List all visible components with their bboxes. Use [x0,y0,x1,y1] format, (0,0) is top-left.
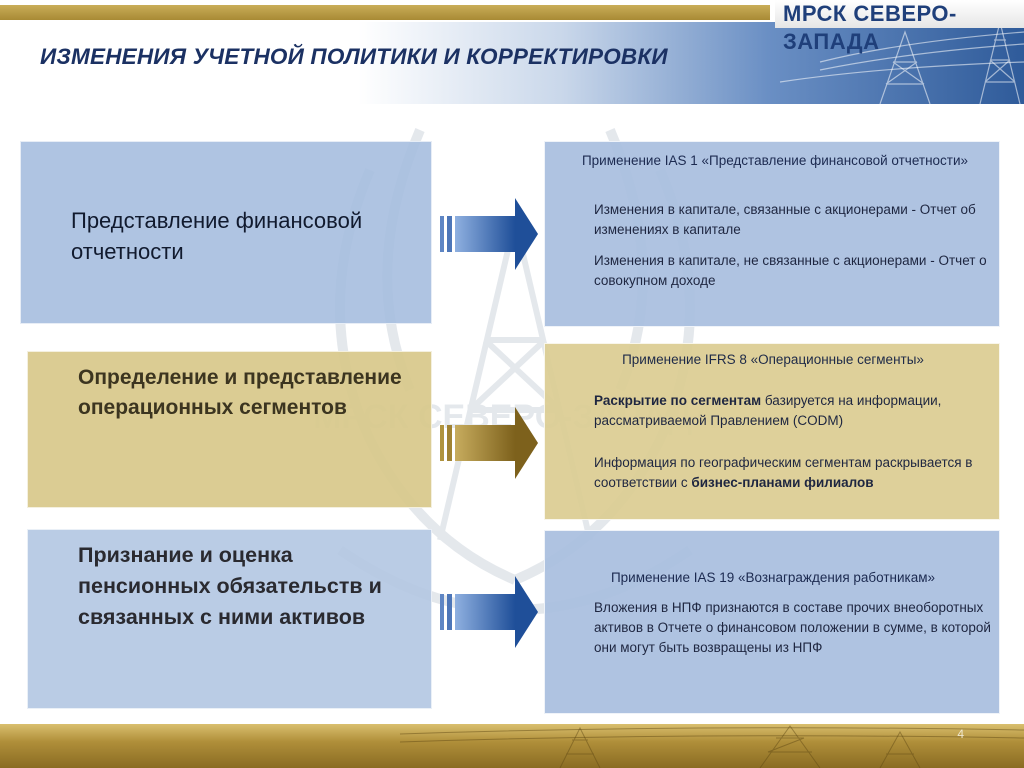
left-box-label: Представление финансовой отчетности [71,208,363,264]
ifrs8-paragraph-1: Раскрытие по сегментам базируется на инф… [594,393,942,428]
arrow-right-icon [440,407,538,479]
ias19-paragraph-1: Вложения в НПФ признаются в составе проч… [594,600,991,655]
ias1-paragraph-1: Изменения в капитале, связанные с акцион… [594,202,976,237]
ifrs8-paragraph-2: Информация по географическим сегментам р… [594,455,973,490]
arrow-right-icon [440,198,538,270]
ias1-heading: Применение IAS 1 «Представление финансов… [581,153,969,168]
header-band [0,22,1024,104]
page-number: 4 [957,727,964,741]
left-box-financial-statements: Представление финансовой отчетности [20,141,432,324]
right-box-ias19: Применение IAS 19 «Вознаграждения работн… [544,530,1000,714]
ias19-heading: Применение IAS 19 «Вознаграждения работн… [610,570,936,585]
left-box-label: Определение и представление операционных… [78,366,402,419]
ias1-paragraph-2: Изменения в капитале, не связанные с акц… [594,253,987,288]
arrow-right-icon [440,576,538,648]
company-brand: МРСК СЕВЕРО-ЗАПАДА [775,0,1024,54]
right-box-ifrs8: Применение IFRS 8 «Операционные сегменты… [544,343,1000,520]
header-gold-stripe [0,5,770,20]
footer-tower-graphic [399,725,1024,768]
left-box-pension-obligations: Признание и оценка пенсионных обязательс… [27,529,432,709]
slide-title: ИЗМЕНЕНИЯ УЧЕТНОЙ ПОЛИТИКИ И КОРРЕКТИРОВ… [40,44,668,69]
left-box-label: Признание и оценка пенсионных обязательс… [78,543,382,629]
ifrs8-heading: Применение IFRS 8 «Операционные сегменты… [622,352,924,367]
right-box-ias1: Применение IAS 1 «Представление финансов… [544,141,1000,327]
power-tower-graphic [779,22,1024,104]
left-box-operating-segments: Определение и представление операционных… [27,351,432,508]
footer-band [0,724,1024,768]
